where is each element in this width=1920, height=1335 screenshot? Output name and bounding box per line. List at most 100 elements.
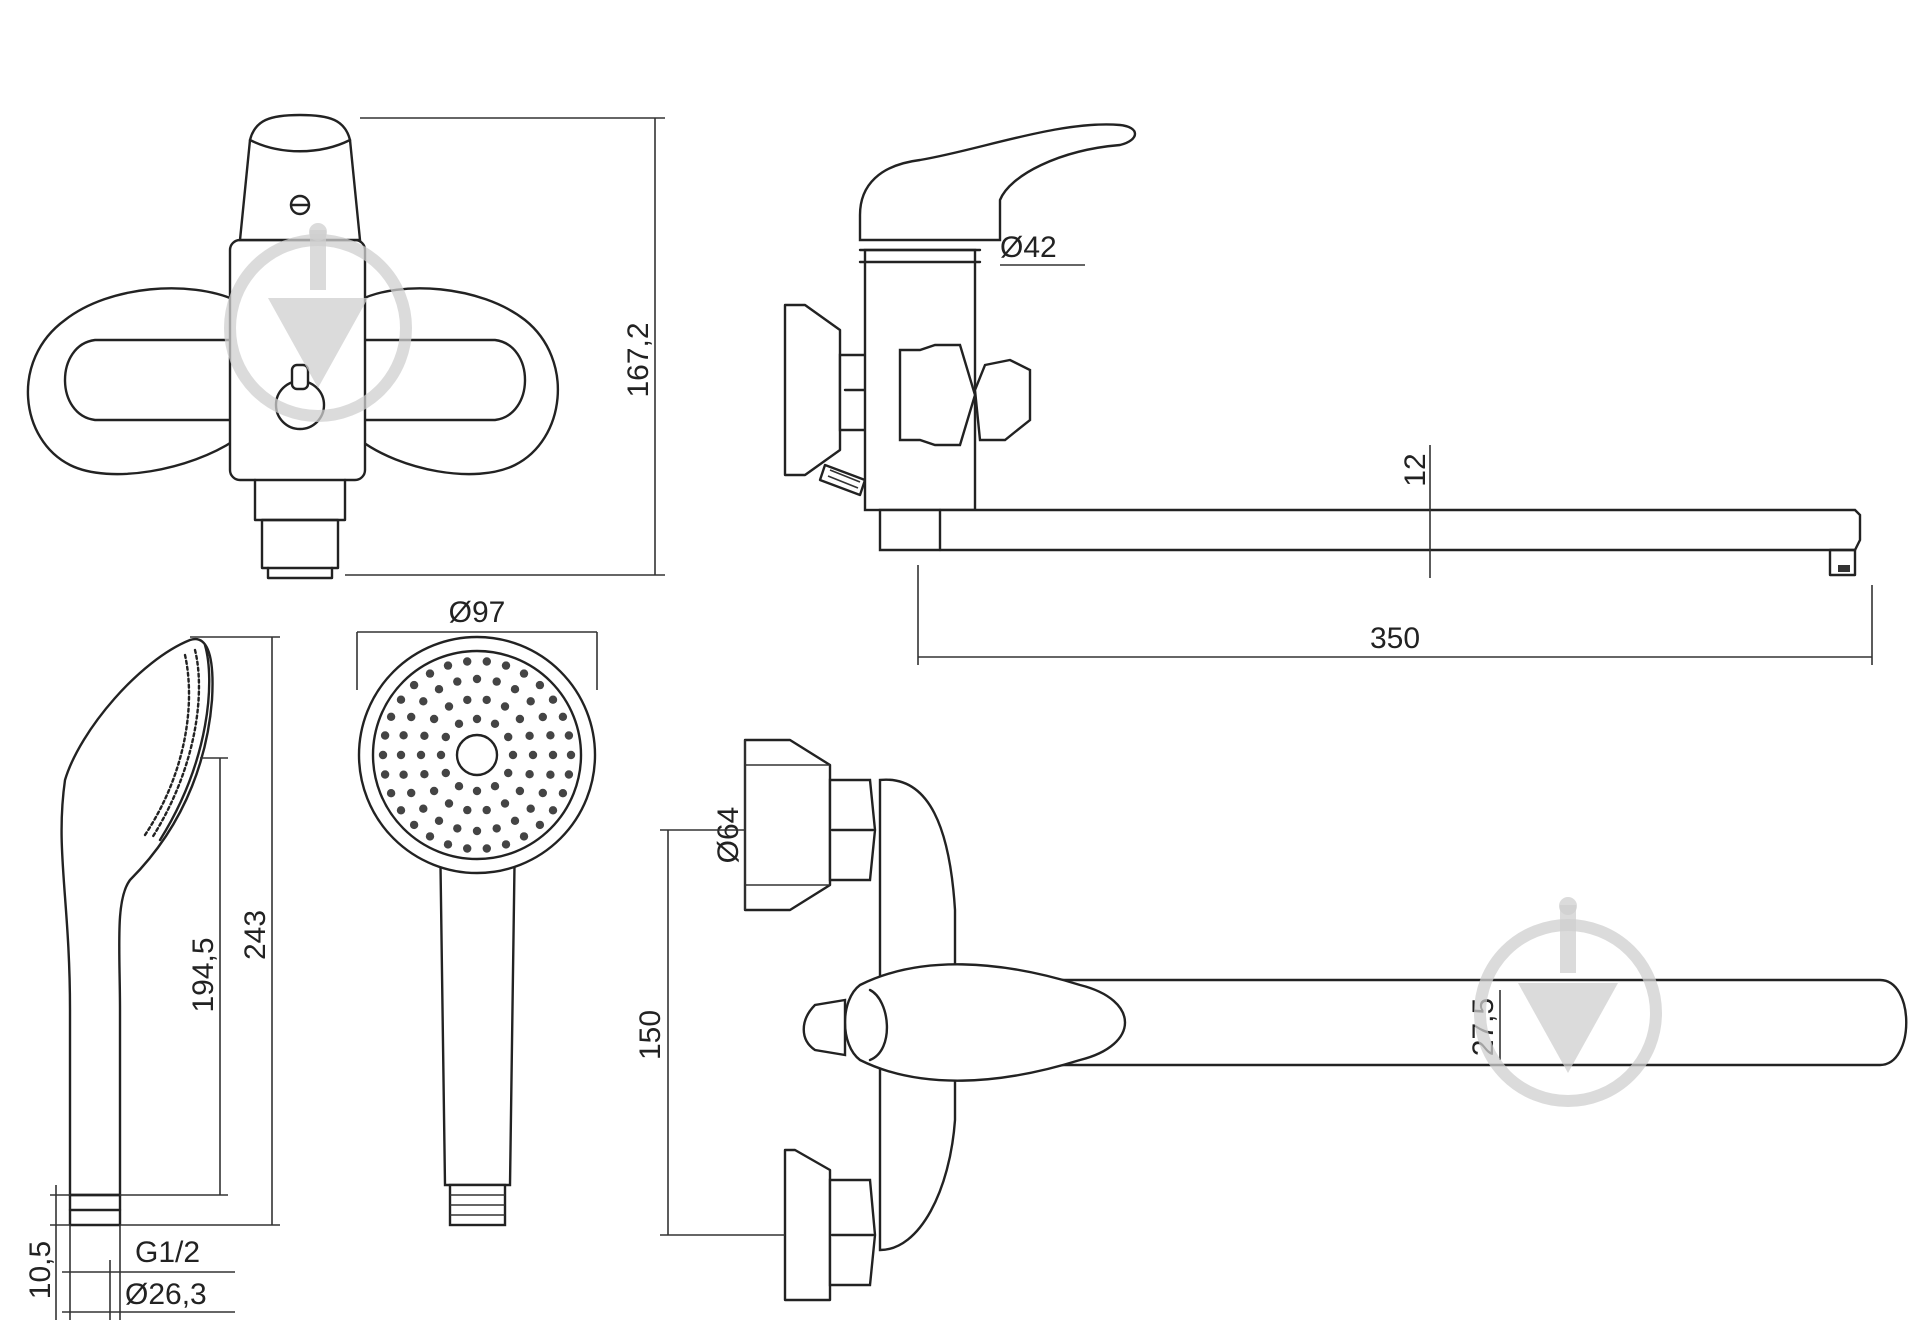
- mixer-top-view: Ø64 150 27,5: [634, 738, 1908, 1302]
- shower-side-view: 243 194,5 10,5 G1/2 Ø26,3: [24, 636, 280, 1320]
- nozzle-hole: [501, 840, 511, 849]
- nozzle-hole: [515, 714, 525, 724]
- nozzle-hole: [444, 702, 454, 711]
- thread-length-label: 10,5: [24, 1241, 57, 1299]
- nozzle-hole: [519, 832, 529, 841]
- nozzle-hole: [419, 697, 428, 706]
- handle-diameter-label: Ø42: [1000, 231, 1057, 264]
- nozzle-hole: [386, 712, 396, 721]
- nozzle-hole: [525, 731, 534, 740]
- nozzle-hole: [380, 770, 390, 779]
- nozzle-hole: [490, 782, 500, 791]
- nozzle-hole: [482, 805, 491, 815]
- nozzle-hole: [386, 789, 396, 798]
- nozzle-hole: [429, 714, 439, 724]
- nozzle-hole: [525, 770, 534, 779]
- nozzle-hole: [443, 661, 453, 670]
- nozzle-hole: [463, 844, 472, 853]
- nozzle-hole: [443, 840, 453, 849]
- nozzle-hole: [472, 826, 482, 836]
- shower-front-view: Ø97: [356, 596, 598, 1227]
- nozzle-hole: [434, 685, 444, 694]
- nozzle-hole: [526, 804, 535, 813]
- nozzle-hole: [510, 685, 520, 694]
- connector-diameter-label: Ø26,3: [125, 1278, 207, 1311]
- mixer-front-view: 167,2: [26, 113, 665, 580]
- nozzle-hole: [463, 695, 472, 705]
- nozzle-hole: [425, 669, 435, 678]
- nozzle-hole: [504, 732, 513, 742]
- shield-arrow-down-icon: [1474, 897, 1662, 1107]
- nozzle-hole: [482, 657, 491, 666]
- flange-diameter-label: Ø64: [712, 807, 745, 864]
- nozzle-hole: [490, 719, 500, 728]
- nozzle-hole: [396, 695, 406, 704]
- nozzle-hole: [472, 674, 482, 684]
- nozzle-hole: [420, 731, 429, 740]
- nozzle-hole: [564, 731, 574, 740]
- mixer-height-label: 167,2: [622, 322, 655, 397]
- nozzle-hole: [436, 750, 446, 760]
- nozzle-hole: [508, 750, 518, 760]
- nozzle-hole: [482, 844, 491, 853]
- nozzle-hole: [399, 770, 408, 779]
- nozzle-hole: [500, 702, 510, 711]
- nozzle-hole: [434, 816, 444, 825]
- nozzle-hole: [504, 768, 513, 778]
- nozzle-hole: [454, 719, 464, 728]
- nozzle-hole: [501, 661, 511, 670]
- mixer-side-view: Ø42 12 350: [783, 123, 1873, 665]
- nozzle-hole: [510, 816, 520, 825]
- nozzle-hole: [463, 805, 472, 815]
- nozzle-hole: [396, 750, 406, 760]
- nozzle-hole: [482, 695, 491, 705]
- nozzle-hole: [399, 731, 408, 740]
- nozzle-hole: [454, 782, 464, 791]
- nozzle-hole: [535, 680, 545, 690]
- nozzle-hole: [564, 770, 574, 779]
- nozzle-hole: [444, 799, 454, 808]
- nozzle-hole: [429, 786, 439, 796]
- nozzle-hole: [425, 832, 435, 841]
- nozzle-hole: [548, 806, 558, 815]
- nozzle-hole: [558, 712, 568, 721]
- nozzle-hole: [546, 731, 555, 740]
- nozzle-hole: [409, 820, 419, 830]
- nozzle-hole: [441, 768, 450, 778]
- nozzle-hole: [528, 750, 538, 760]
- nozzle-hole: [380, 731, 390, 740]
- nozzle-hole: [416, 750, 426, 760]
- nozzle-hole: [407, 788, 416, 798]
- nozzle-hole: [492, 677, 501, 686]
- nozzle-hole: [526, 697, 535, 706]
- nozzle-hole: [378, 750, 388, 760]
- nozzle-hole: [538, 788, 547, 798]
- nozzle-hole: [396, 806, 406, 815]
- nozzle-hole: [566, 750, 576, 760]
- nozzle-hole: [558, 789, 568, 798]
- nozzle-hole: [420, 770, 429, 779]
- nozzle-hole: [463, 657, 472, 666]
- nozzle-hole: [548, 750, 558, 760]
- connection-spacing-label: 150: [634, 1010, 667, 1060]
- thread-size-label: G1/2: [135, 1236, 200, 1269]
- head-diameter-label: Ø97: [449, 596, 506, 629]
- nozzle-hole: [472, 786, 482, 796]
- nozzle-hole: [548, 695, 558, 704]
- nozzle-pattern: [378, 657, 576, 853]
- nozzle-hole: [407, 712, 416, 722]
- spout-thickness-label: 12: [1399, 453, 1432, 486]
- nozzle-hole: [546, 770, 555, 779]
- nozzle-hole: [492, 824, 501, 833]
- shield-arrow-down-icon: [224, 223, 412, 422]
- shower-length-label: 243: [239, 910, 272, 960]
- nozzle-hole: [519, 669, 529, 678]
- nozzle-hole: [515, 786, 525, 796]
- nozzle-hole: [500, 799, 510, 808]
- nozzle-hole: [409, 680, 419, 690]
- spout-length-label: 350: [1370, 622, 1420, 655]
- nozzle-hole: [419, 804, 428, 813]
- nozzle-hole: [535, 820, 545, 830]
- nozzle-hole: [453, 677, 462, 686]
